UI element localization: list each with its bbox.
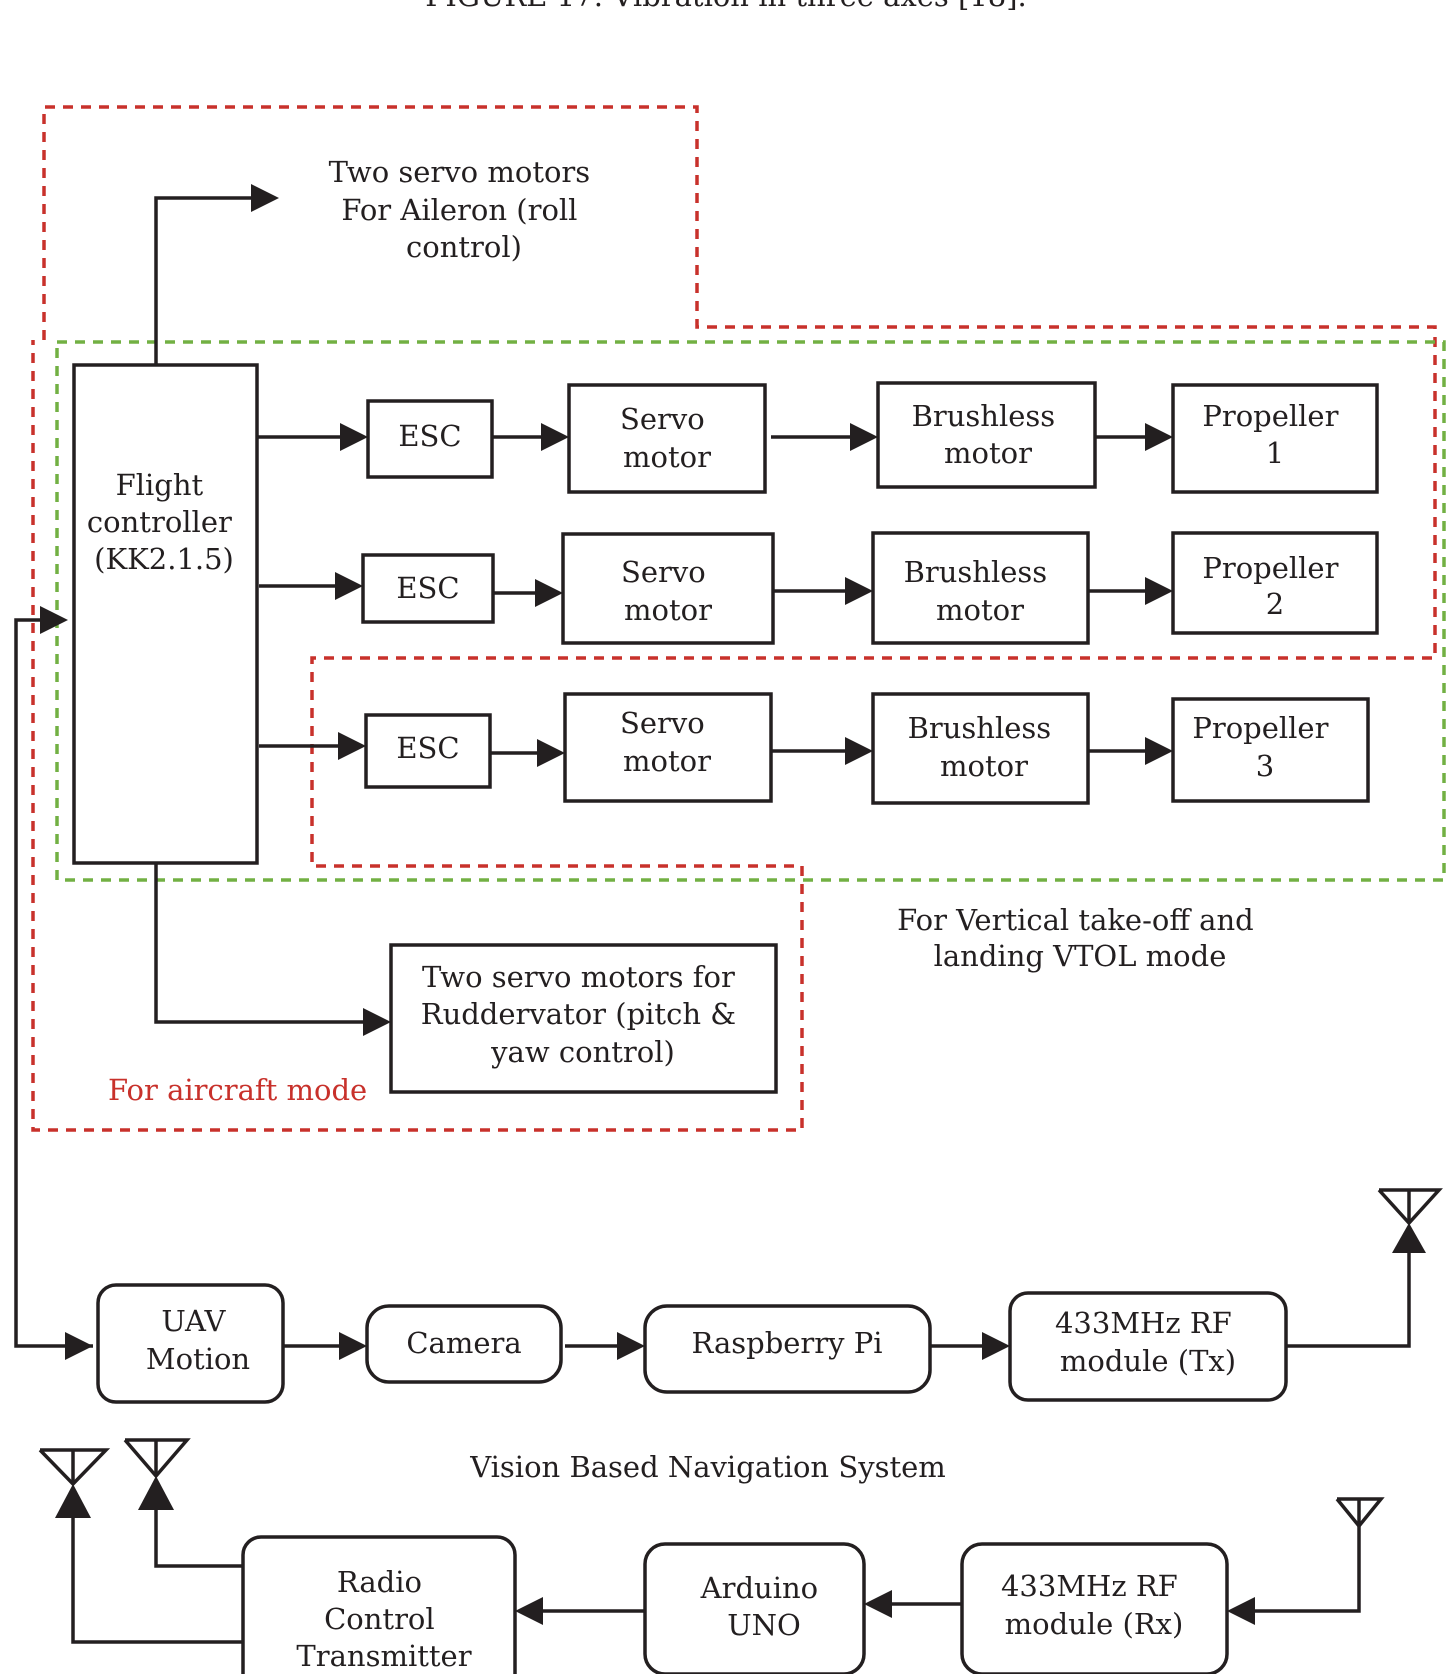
svg-text:Propeller 1: Propeller 1 bbox=[1202, 399, 1347, 470]
arrowhead bbox=[537, 739, 565, 767]
flight-controller-label: Flight controller (KK2.1.5) bbox=[87, 468, 241, 576]
arrowhead bbox=[1227, 1597, 1255, 1625]
svg-text:Servo motor: Servo motor bbox=[620, 402, 714, 474]
svg-text:Propeller 3: Propeller 3 bbox=[1192, 711, 1337, 783]
edge-fc-to-aileron bbox=[154, 196, 255, 365]
servo3-node: Servo motor bbox=[563, 692, 773, 803]
raspberry-pi-node: Raspberry Pi bbox=[643, 1304, 932, 1394]
aircraft-mode-label: For aircraft mode bbox=[108, 1073, 367, 1107]
arrowhead bbox=[40, 606, 68, 634]
uav-motion-node: UAV Motion bbox=[96, 1283, 285, 1404]
aircraft-mode-group-top bbox=[31, 105, 1437, 1132]
svg-text:Two servo motors for Rud: Two servo motors for Ruddervator (pitch … bbox=[421, 960, 746, 1069]
arrowhead bbox=[617, 1332, 645, 1360]
arrowhead bbox=[515, 1597, 543, 1625]
svg-text:Servo motor: Servo motor bbox=[620, 706, 714, 778]
arrowhead bbox=[1145, 423, 1173, 451]
arrowhead bbox=[845, 737, 873, 765]
arrowhead bbox=[1145, 737, 1173, 765]
figure-caption: FIGURE 17: Vibration in three axes [18]. bbox=[425, 0, 1027, 13]
esc2-node: ESC bbox=[361, 553, 495, 624]
edge-rftx-antenna bbox=[1286, 1250, 1411, 1348]
vtol-mode-label: For Vertical take-off and landing VTOL m… bbox=[897, 903, 1263, 973]
edge-rc-antenna2 bbox=[154, 1510, 243, 1568]
edge-fc-to-aileron-arrowhead bbox=[251, 184, 279, 212]
arrowhead bbox=[541, 423, 569, 451]
arrowhead bbox=[363, 1008, 391, 1036]
edge-rc-antenna1 bbox=[71, 1518, 243, 1644]
antenna-icon bbox=[123, 1438, 191, 1510]
antenna-icon bbox=[1335, 1497, 1385, 1529]
brushless2-node: Brushless motor bbox=[871, 531, 1090, 645]
brushless1-node: Brushless motor bbox=[876, 381, 1097, 489]
arrowhead bbox=[864, 1590, 892, 1618]
arrowhead bbox=[535, 579, 563, 607]
arrowhead bbox=[335, 572, 363, 600]
camera-node: Camera bbox=[365, 1304, 563, 1384]
edge-fc-ruddervator bbox=[154, 863, 367, 1024]
aileron-servos-label: Two servo motors For Aileron (roll contr… bbox=[329, 155, 600, 264]
arrowhead bbox=[845, 577, 873, 605]
svg-text:433MHz RF module (Rx): 433MHz RF module (Rx) bbox=[1001, 1569, 1187, 1641]
svg-text:Brushless motor: Brushless motor bbox=[904, 555, 1057, 627]
arrowhead bbox=[65, 1332, 93, 1360]
svg-text:ESC: ESC bbox=[398, 419, 461, 453]
arduino-node: Arduino UNO bbox=[643, 1542, 866, 1674]
rc-transmitter-node: Radio Control Transmitter bbox=[241, 1535, 517, 1674]
servo2-node: Servo motor bbox=[561, 532, 775, 645]
servo1-node: Servo motor bbox=[567, 383, 767, 494]
svg-text:Servo motor: Servo motor bbox=[621, 555, 715, 627]
svg-text:Radio Control Tran: Radio Control Transmitter bbox=[296, 1565, 471, 1673]
svg-text:Arduino UNO: Arduino UNO bbox=[700, 1571, 828, 1642]
svg-text:Propeller 2: Propeller 2 bbox=[1202, 551, 1347, 621]
svg-text:Camera: Camera bbox=[406, 1326, 521, 1360]
antenna-icon bbox=[38, 1448, 111, 1518]
svg-text:ESC: ESC bbox=[396, 571, 459, 605]
svg-text:Brushless motor: Brushless motor bbox=[912, 399, 1065, 470]
edge-antenna-rfrx bbox=[1251, 1526, 1361, 1613]
svg-text:433MHz RF module (Tx): 433MHz RF module (Tx) bbox=[1055, 1306, 1241, 1378]
svg-text:UAV Motion: UAV Motion bbox=[146, 1304, 250, 1376]
arrowhead bbox=[982, 1332, 1010, 1360]
rf-rx-node: 433MHz RF module (Rx) bbox=[960, 1542, 1229, 1674]
ruddervator-node: Two servo motors for Ruddervator (pitch … bbox=[389, 943, 778, 1094]
propeller1-node: Propeller 1 bbox=[1171, 383, 1379, 494]
propeller2-node: Propeller 2 bbox=[1171, 531, 1379, 635]
antenna-icon bbox=[1377, 1188, 1443, 1253]
svg-text:Raspberry Pi: Raspberry Pi bbox=[691, 1326, 882, 1360]
esc1-node: ESC bbox=[366, 399, 494, 479]
propeller3-node: Propeller 3 bbox=[1171, 697, 1370, 803]
rf-tx-node: 433MHz RF module (Tx) bbox=[1008, 1291, 1288, 1402]
arrowhead bbox=[340, 423, 368, 451]
esc3-node: ESC bbox=[364, 713, 492, 789]
edge-loop-fc-uav bbox=[14, 618, 93, 1348]
svg-text:ESC: ESC bbox=[396, 731, 459, 765]
vision-navigation-label: Vision Based Navigation System bbox=[469, 1450, 946, 1484]
flight-controller-node: Flight controller (KK2.1.5) bbox=[72, 363, 259, 865]
vtol-mode-group bbox=[55, 340, 1446, 882]
svg-text:Brushless motor: Brushless motor bbox=[908, 711, 1061, 783]
arrowhead bbox=[339, 1332, 367, 1360]
arrowhead bbox=[850, 423, 878, 451]
arrowhead bbox=[338, 732, 366, 760]
arrowhead bbox=[1145, 577, 1173, 605]
brushless3-node: Brushless motor bbox=[871, 692, 1090, 805]
